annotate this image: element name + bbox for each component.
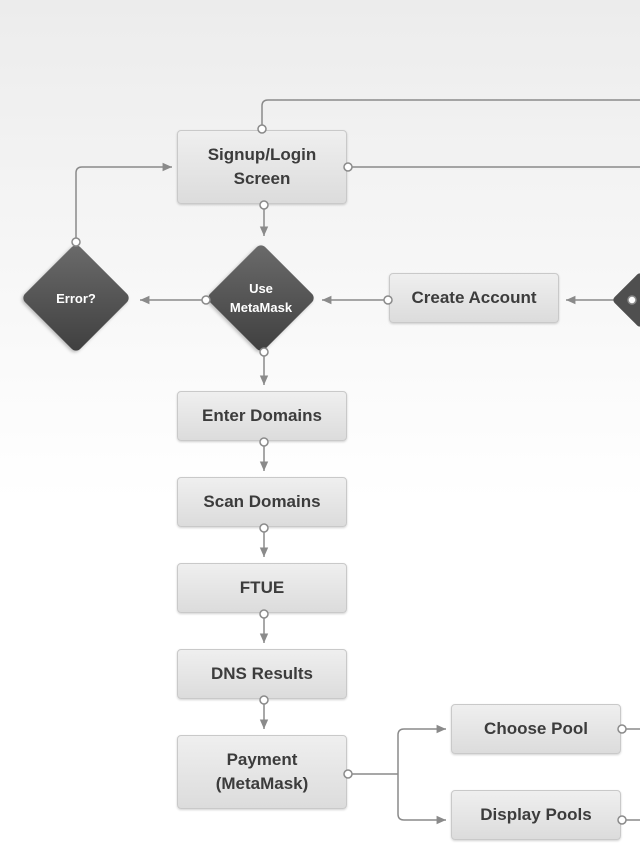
- edge-error-to-signup: [75, 162, 172, 241]
- offscreen-diamond-partial: [613, 273, 640, 327]
- node-dns-results[interactable]: DNS Results: [177, 649, 347, 699]
- node-enter-domains[interactable]: Enter Domains: [177, 391, 347, 441]
- node-payment[interactable]: Payment (MetaMask): [177, 735, 347, 809]
- node-error-label: Error?: [56, 290, 96, 306]
- node-display-pools[interactable]: Display Pools: [451, 790, 621, 840]
- node-signup-login[interactable]: Signup/Login Screen: [177, 130, 347, 204]
- edge-payment-to-choose: [397, 724, 446, 774]
- node-scan-domains[interactable]: Scan Domains: [177, 477, 347, 527]
- node-choose-pool[interactable]: Choose Pool: [451, 704, 621, 754]
- node-create-account[interactable]: Create Account: [389, 273, 559, 323]
- edge-signup-top-offscreen: [261, 99, 640, 128]
- edge-payment-to-display: [397, 774, 446, 825]
- node-use-metamask-label: Use MetaMask: [229, 281, 293, 315]
- node-ftue[interactable]: FTUE: [177, 563, 347, 613]
